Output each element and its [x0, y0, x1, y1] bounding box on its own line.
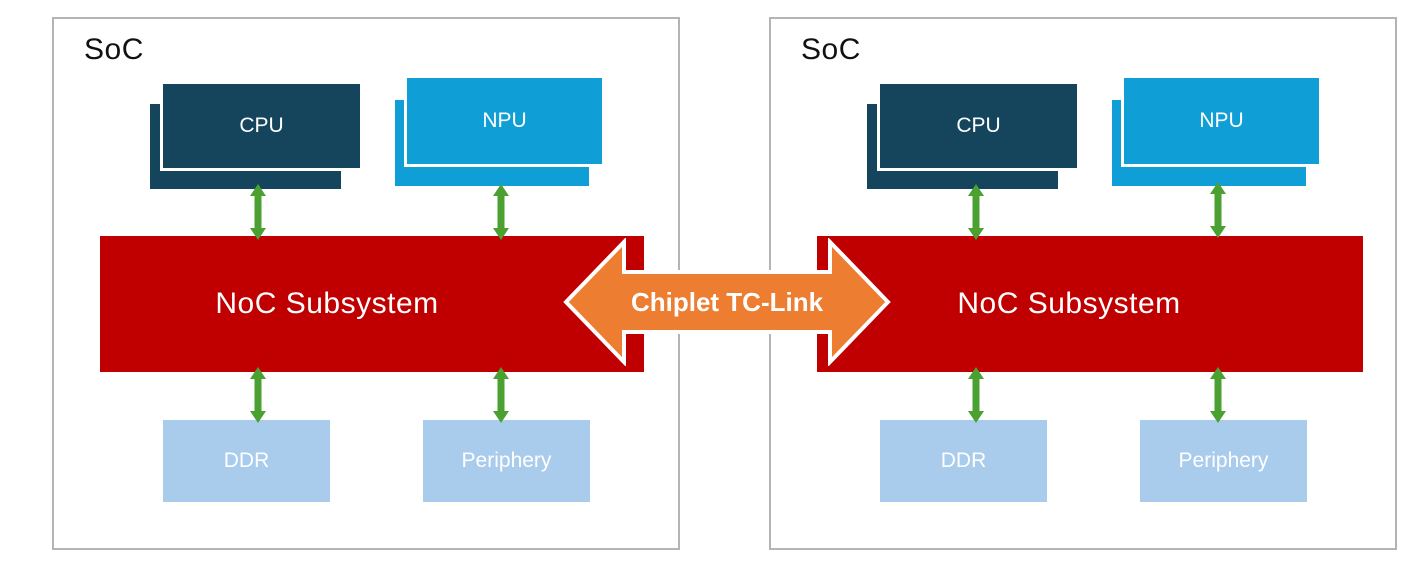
ddr-block: DDR: [880, 420, 1047, 502]
double-arrow-vertical-icon: [968, 367, 984, 423]
periphery-block: Periphery: [423, 420, 590, 502]
cpu-block: CPU: [160, 84, 360, 171]
double-arrow-vertical-icon: [493, 367, 509, 423]
double-arrow-horizontal-icon: [563, 238, 891, 366]
cpu-label: CPU: [239, 114, 284, 137]
periphery-label: Periphery: [461, 449, 552, 472]
ddr-label: DDR: [940, 449, 987, 472]
npu-block: NPU: [404, 78, 602, 167]
soc-title: SoC: [84, 33, 144, 66]
npu-block: NPU: [1121, 78, 1319, 167]
soc-title: SoC: [801, 33, 861, 66]
cpu-label: CPU: [956, 114, 1001, 137]
ddr-label: DDR: [223, 449, 270, 472]
npu-label: NPU: [482, 109, 527, 132]
double-arrow-vertical-icon: [250, 367, 266, 423]
ddr-block: DDR: [163, 420, 330, 502]
double-arrow-vertical-icon: [493, 184, 509, 240]
soc-frame-right: SoC CPU NPU NoC Subsystem DDR Periphery: [769, 17, 1397, 550]
double-arrow-vertical-icon: [250, 184, 266, 240]
chiplet-link: Chiplet TC-Link: [562, 238, 892, 366]
soc-frame-left: SoC CPU NPU NoC Subsystem DDR Periphery: [52, 17, 680, 550]
double-arrow-vertical-icon: [1210, 367, 1226, 423]
cpu-block: CPU: [877, 84, 1077, 171]
noc-subsystem: NoC Subsystem: [100, 236, 644, 372]
noc-label: NoC Subsystem: [957, 287, 1181, 320]
periphery-block: Periphery: [1140, 420, 1307, 502]
noc-label: NoC Subsystem: [215, 287, 439, 320]
npu-label: NPU: [1199, 109, 1244, 132]
double-arrow-vertical-icon: [1210, 182, 1226, 238]
link-label: Chiplet TC-Link: [630, 286, 824, 317]
periphery-label: Periphery: [1178, 449, 1269, 472]
noc-subsystem: NoC Subsystem: [817, 236, 1363, 372]
double-arrow-vertical-icon: [968, 184, 984, 240]
